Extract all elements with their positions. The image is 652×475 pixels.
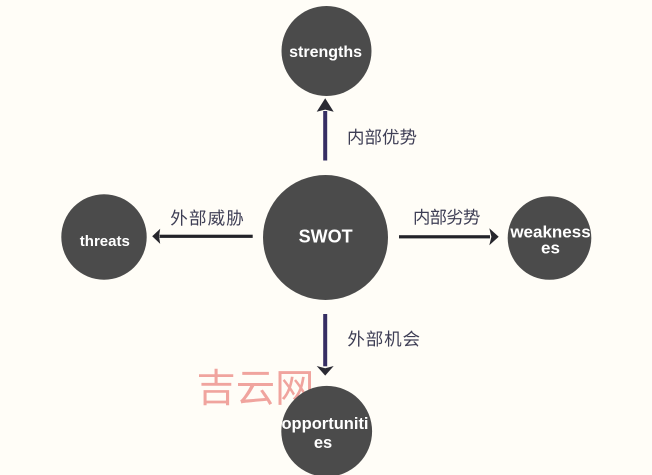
node-opportunities-circle <box>281 385 373 475</box>
node-center-circle <box>263 175 388 300</box>
node-weaknesses: weakness es <box>507 196 592 280</box>
edge-left-label <box>170 209 244 226</box>
watermark-text <box>199 368 312 406</box>
edge-top-arrowhead <box>316 98 334 112</box>
edge-right-shaft <box>399 235 490 239</box>
node-strengths-label: strengths <box>289 44 362 61</box>
edge-left <box>152 209 253 244</box>
edge-right-arrowhead <box>489 228 499 246</box>
node-threats: threats <box>61 194 147 280</box>
edge-left-arrowhead <box>152 228 161 244</box>
node-opportunities: opportuniti es <box>281 385 373 475</box>
edge-top <box>316 98 417 161</box>
watermark <box>199 368 312 406</box>
edge-top-label <box>348 128 417 145</box>
node-opportunities-label-line2: es <box>314 434 332 452</box>
edge-bottom-label <box>348 330 420 347</box>
node-weaknesses-label-line1: weakness <box>509 222 590 241</box>
node-center: SWOT <box>263 175 388 300</box>
edge-bottom <box>316 314 420 376</box>
edge-bottom-arrowhead <box>316 366 334 376</box>
node-center-label: SWOT <box>299 227 353 247</box>
node-threats-circle <box>61 194 147 280</box>
edge-top-shaft <box>323 111 328 161</box>
node-weaknesses-circle <box>507 196 592 280</box>
node-strengths-circle <box>281 6 372 96</box>
edge-right <box>399 208 499 246</box>
edge-right-label <box>414 208 480 225</box>
node-strengths: strengths <box>281 6 372 96</box>
edge-left-shaft <box>159 234 253 238</box>
node-weaknesses-label-line2: es <box>541 238 560 257</box>
edge-bottom-shaft <box>323 314 328 367</box>
node-threats-label: threats <box>80 233 130 250</box>
node-opportunities-label-line1: opportuniti <box>281 415 368 433</box>
